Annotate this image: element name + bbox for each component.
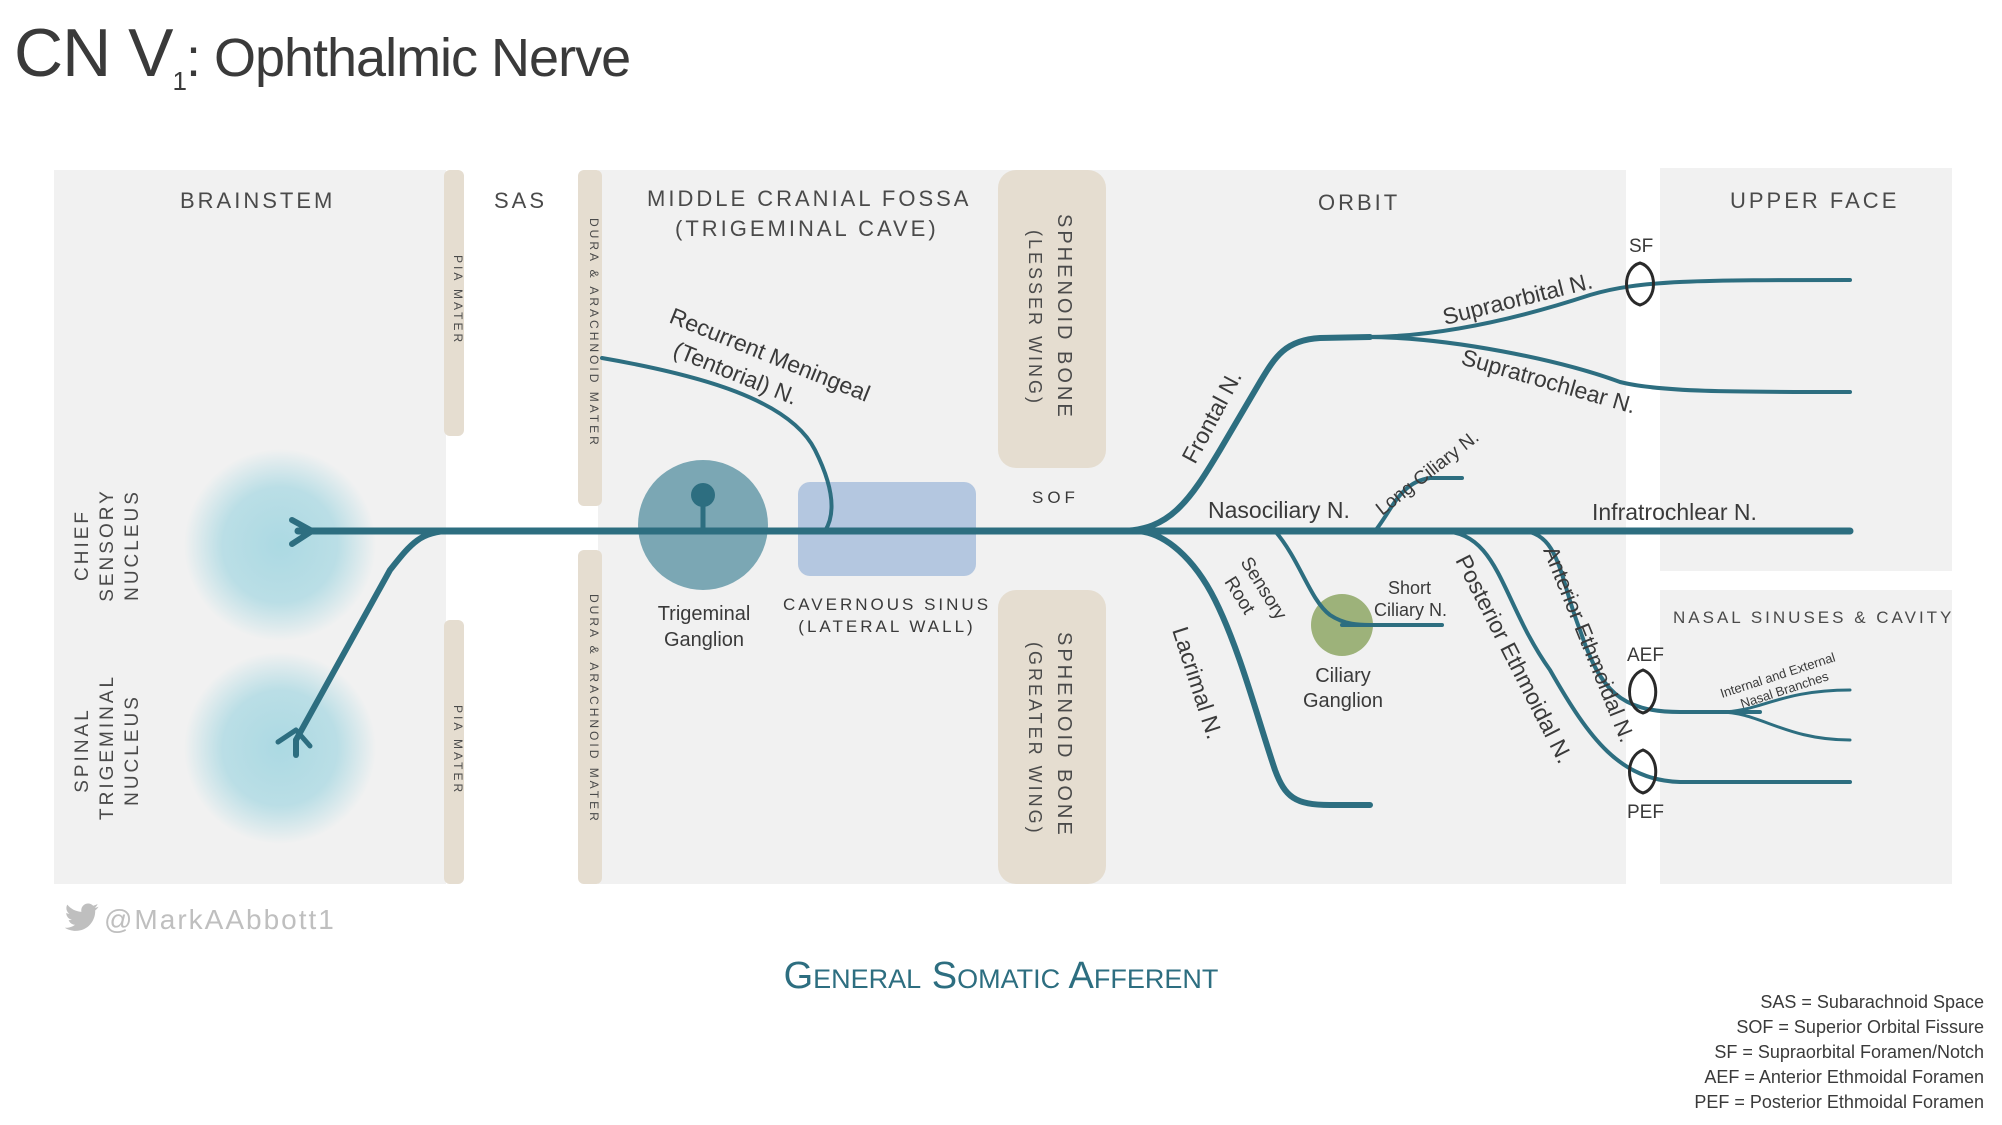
supratrochlear-nerve (1363, 335, 1852, 394)
upper-face-label: Upper Face (1730, 188, 1900, 213)
internal-nasal-branch (1718, 688, 1852, 714)
footnote-sas: SAS = Subarachnoid Space (1760, 992, 1984, 1012)
svg-text:Trigeminal: Trigeminal (658, 603, 751, 625)
lacrimal-nerve (1132, 528, 1373, 808)
afferent-type-label: General Somatic Afferent (783, 955, 1219, 997)
dura-arachnoid-upper (578, 170, 602, 506)
ganglion-cell-body (691, 483, 715, 507)
cavernous-sinus-label: Cavernous Sinus (Lateral Wall) (783, 595, 991, 636)
abbreviation-legend: SAS = Subarachnoid Space SOF = Superior … (1694, 990, 1984, 1115)
sf-label: SF (1629, 236, 1653, 257)
nasal-cavity-label: Nasal Sinuses & Cavity (1673, 608, 1955, 627)
ciliary-ganglion-label: Ciliary Ganglion (1303, 665, 1383, 712)
footnote-sf: SF = Supraorbital Foramen/Notch (1714, 1042, 1984, 1062)
frontal-nerve (1117, 334, 1373, 534)
page-title: CN V1: Ophthalmic Nerve (14, 15, 631, 96)
twitter-handle: @MarkAAbbott1 (64, 903, 336, 936)
svg-text:Ganglion: Ganglion (1303, 690, 1383, 712)
pia-mater-upper (444, 170, 464, 436)
pia-mater-upper-label: Pia Mater (451, 255, 465, 346)
footnote-pef: PEF = Posterior Ethmoidal Foramen (1694, 1092, 1984, 1112)
external-nasal-branch (1718, 710, 1852, 742)
svg-text:Cavernous Sinus: Cavernous Sinus (783, 595, 991, 614)
dura-lower-label: Dura & Arachnoid Mater (587, 594, 601, 824)
sof-label: SOF (1032, 488, 1079, 507)
footnote-sof: SOF = Superior Orbital Fissure (1736, 1017, 1984, 1037)
supraorbital-nerve (1363, 278, 1852, 339)
svg-text:Ganglion: Ganglion (664, 629, 744, 651)
svg-text:(Lateral Wall): (Lateral Wall) (798, 617, 975, 636)
chief-arrowhead (289, 517, 315, 547)
footnote-aef: AEF = Anterior Ethmoidal Foramen (1704, 1067, 1984, 1087)
upper-face-region (1660, 168, 1952, 571)
spinal-trigeminal-nucleus (184, 652, 376, 844)
lacrimal-label: Lacrimal N. (1167, 624, 1228, 743)
sphenoid-greater-line1: Sphenoid Bone (1053, 632, 1075, 838)
supraorbital-label: Supraorbital N. (1440, 268, 1595, 330)
spinal-arrowhead (275, 727, 313, 749)
long-ciliary-label: Long Ciliary N. (1372, 427, 1483, 520)
nasal-branches-label: Internal and External Nasal Branches (1718, 649, 1837, 711)
spinal-tract (293, 528, 453, 743)
sphenoid-greater-line2: (Greater Wing) (1025, 642, 1045, 836)
pia-mater-lower-label: Pia Mater (451, 705, 465, 796)
sphenoid-lesser-line1: Sphenoid Bone (1053, 214, 1075, 420)
dura-upper-label: Dura & Arachnoid Mater (587, 218, 601, 448)
twitter-bird-icon (64, 903, 99, 931)
long-ciliary-nerve (1373, 476, 1464, 533)
nasal-cavity-region (1660, 590, 1952, 884)
recurrent-meningeal-label: Recurrent Meningeal (Tentorial) N. (666, 303, 874, 410)
trigeminal-cave-label: (Trigeminal Cave) (675, 216, 939, 241)
middle-cranial-fossa-region (598, 170, 1626, 884)
posterior-ethmoidal-nerve (1438, 529, 1852, 784)
brainstem-label: Brainstem (180, 188, 336, 213)
aef-label: AEF (1627, 645, 1664, 666)
infratrochlear-label: Infratrochlear N. (1592, 499, 1757, 525)
chief-sensory-nucleus (184, 449, 376, 641)
anterior-ethmoidal-nerve (1518, 529, 1762, 715)
svg-text:Ciliary N.: Ciliary N. (1374, 600, 1447, 620)
middle-fossa-label: Middle Cranial Fossa (647, 186, 972, 211)
sas-label: SAS (494, 188, 548, 213)
short-ciliary-label: Short Ciliary N. (1374, 578, 1447, 620)
pef-label: PEF (1627, 802, 1664, 823)
trigeminal-ganglion-label: Trigeminal Ganglion (658, 603, 751, 651)
svg-text:Short: Short (1388, 578, 1431, 598)
nasociliary-label: Nasociliary N. (1208, 497, 1350, 523)
sf-foramen-icon (1625, 261, 1655, 307)
orbit-label: Orbit (1318, 190, 1401, 215)
recurrent-meningeal-nerve (600, 356, 834, 533)
sphenoid-lesser-line2: (Lesser Wing) (1025, 230, 1045, 407)
svg-text:Ciliary: Ciliary (1315, 665, 1371, 687)
pef-foramen-icon (1628, 748, 1658, 795)
sphenoid-greater-wing (998, 590, 1106, 884)
sphenoid-lesser-wing (998, 170, 1106, 468)
pia-mater-lower (444, 620, 464, 884)
dura-arachnoid-lower (578, 550, 602, 884)
aef-foramen-icon (1628, 668, 1658, 715)
